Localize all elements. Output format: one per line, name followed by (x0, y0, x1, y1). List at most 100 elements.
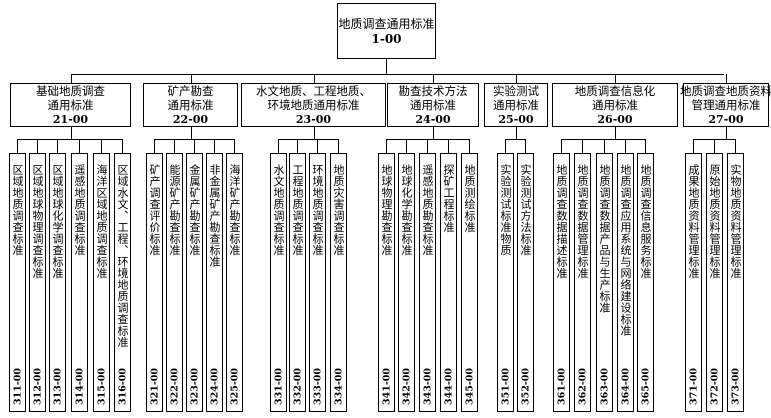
leaf-code: 361-00 (556, 368, 567, 405)
leaf-connector (37, 139, 38, 153)
leaf-connector (234, 139, 235, 153)
group-connector (191, 74, 192, 83)
group-code: 22-00 (172, 112, 209, 126)
leaf-label: 地质调查数据管理标准 (576, 164, 589, 279)
leaf-connector (645, 139, 646, 153)
leaf-label: 地球物理勘查标准 (380, 164, 393, 256)
group-stem (71, 127, 72, 139)
group-code: 26-00 (597, 112, 633, 126)
leaf-code: 372-00 (709, 368, 720, 405)
leaf-connector (427, 139, 428, 153)
leaf-connector (174, 139, 175, 153)
group-connector (314, 74, 315, 83)
leaf-connector (194, 139, 195, 153)
leaf-box: 遥感地质调查标准 314-00 (71, 153, 88, 412)
leaf-code: 334-00 (333, 368, 344, 405)
group-stem (191, 127, 192, 139)
leaf-label: 区域地球化学调查标准 (51, 164, 64, 279)
group-bus (278, 139, 339, 140)
group-connector (516, 74, 517, 83)
leaf-code: 365-00 (640, 368, 651, 405)
group-stem (726, 127, 727, 139)
group-title: 勘查技术方法 通用标准 (398, 83, 468, 112)
leaf-connector (386, 139, 387, 153)
leaf-connector (154, 139, 155, 153)
leaf-code: 341-00 (381, 368, 392, 405)
leaf-label: 地质测绘标准 (463, 164, 476, 233)
leaf-connector (505, 139, 506, 153)
group-code: 24-00 (415, 112, 451, 126)
group-title: 基础地质调查 通用标准 (36, 83, 105, 112)
leaf-code: 362-00 (577, 368, 588, 405)
group-code: 21-00 (52, 112, 89, 126)
leaf-code: 345-00 (464, 368, 475, 405)
group-stem (615, 127, 616, 139)
leaf-box: 成果地质资料管理标准 371-00 (685, 153, 702, 412)
leaf-code: 331-00 (273, 368, 284, 405)
leaf-label: 海洋区域地质调查标准 (95, 164, 108, 279)
group-title: 地质调查地质资料 管理通用标准 (680, 83, 771, 112)
leaf-code: 333-00 (312, 368, 323, 405)
leaf-code: 342-00 (401, 368, 412, 405)
root-box: 地质调查通用标准 1-00 (337, 3, 436, 59)
group-title: 实验测试 通用标准 (493, 83, 539, 112)
leaf-code: 314-00 (74, 368, 85, 405)
group-connector (71, 74, 72, 83)
leaf-connector (469, 139, 470, 153)
leaf-label: 区域地球物理调查标准 (31, 164, 44, 279)
leaf-connector (448, 139, 449, 153)
leaf-label: 成果地质资料管理标准 (687, 164, 700, 279)
leaf-label: 地球化学勘查标准 (400, 164, 413, 256)
leaf-connector (278, 139, 279, 153)
leaf-code: 321-00 (149, 368, 160, 405)
leaf-connector (525, 139, 526, 153)
leaf-connector (57, 139, 58, 153)
leaf-code: 364-00 (620, 368, 631, 405)
leaf-label: 地质调查数据产品与生产标准 (598, 164, 611, 314)
leaf-label: 遥感地质调查标准 (73, 164, 86, 256)
group-bus (561, 139, 646, 140)
group-code: 27-00 (708, 112, 744, 126)
leaf-label: 区域地质调查标准 (11, 164, 24, 256)
leaf-connector (604, 139, 605, 153)
leaf-code: 315-00 (96, 368, 107, 405)
root-connector (386, 59, 387, 74)
leaf-connector (693, 139, 694, 153)
leaf-connector (406, 139, 407, 153)
leaf-connector (735, 139, 736, 153)
leaf-connector (582, 139, 583, 153)
leaf-code: 371-00 (688, 368, 699, 405)
leaf-box: 地质调查数据描述标准 361-00 (553, 153, 570, 412)
group-stem (314, 127, 315, 139)
group-title: 地质调查信息化 通用标准 (574, 83, 656, 112)
leaf-label: 地质调查数据描述标准 (555, 164, 568, 279)
leaf-code: 343-00 (422, 368, 433, 405)
group-code: 25-00 (498, 112, 534, 126)
leaf-box: 海洋区域地质调查标准 315-00 (93, 153, 110, 412)
leaf-code: 351-00 (500, 368, 511, 405)
leaf-label: 海洋矿产勘查标准 (228, 164, 241, 256)
leaf-label: 遥感地质勘查标准 (421, 164, 434, 256)
leaf-label: 实物地质资料管理标准 (729, 164, 742, 279)
group-bus (505, 139, 526, 140)
leaf-label: 非金属矿产勘查标准 (208, 164, 221, 268)
group-connector (726, 74, 727, 83)
group-bus (386, 139, 470, 140)
leaf-box: 地质测绘标准 345-00 (461, 153, 478, 412)
leaf-label: 金属矿产勘查标准 (188, 164, 201, 256)
leaf-connector (338, 139, 339, 153)
